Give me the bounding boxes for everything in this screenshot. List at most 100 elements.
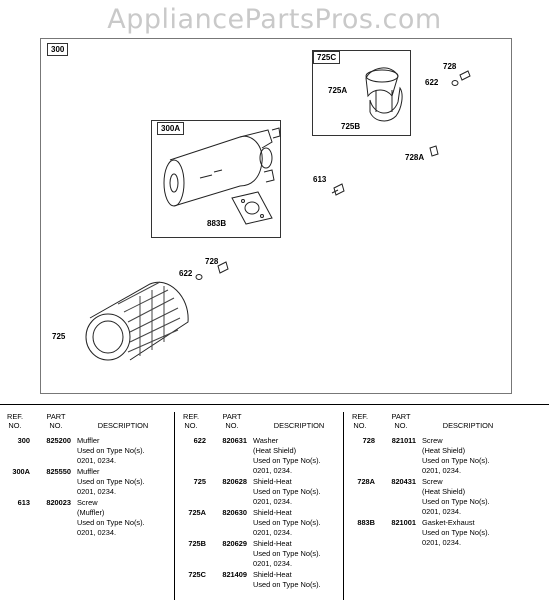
description-line: Screw — [77, 498, 98, 507]
diagram-main-label: 300 — [47, 43, 69, 56]
description-line: Shield-Heat — [253, 570, 292, 579]
header-ref: REF.NO. — [345, 412, 375, 430]
muffler-drawing — [163, 127, 281, 207]
callout-728-top: 728 — [443, 62, 457, 71]
header-part-line2: NO. — [49, 421, 63, 430]
header-ref-line2: NO. — [353, 421, 367, 430]
heat-shield-halves-drawing — [365, 67, 403, 122]
exploded-diagram-frame — [40, 38, 512, 394]
part-number: 821011 — [391, 436, 416, 445]
description-line: Used on Type No(s). — [422, 528, 490, 537]
part-number: 820631 — [222, 436, 247, 445]
description-line: 0201, 0234. — [422, 466, 462, 475]
table-top-rule — [0, 404, 549, 405]
header-ref: REF.NO. — [176, 412, 206, 430]
callout-725a: 725A — [328, 86, 348, 95]
callout-728a: 728A — [405, 153, 425, 162]
description-line: Washer — [253, 436, 279, 445]
description-line: Shield-Heat — [253, 508, 292, 517]
description-line: Screw — [422, 436, 443, 445]
ref-number: 725A — [188, 508, 206, 517]
description-line: Gasket-Exhaust — [422, 518, 475, 527]
header-part-line1: PART — [46, 412, 66, 421]
description-line: Used on Type No(s). — [253, 549, 321, 558]
header-description: DESCRIPTION — [273, 421, 325, 430]
part-description: Screw(Muffler)Used on Type No(s).0201, 0… — [77, 498, 169, 538]
part-description: Screw(Heat Shield)Used on Type No(s).020… — [422, 436, 514, 476]
header-part-line2: NO. — [394, 421, 408, 430]
ref-number: 613 — [17, 498, 30, 507]
ref-number: 622 — [193, 436, 206, 445]
ref-number: 300 — [17, 436, 30, 445]
part-number: 821409 — [222, 570, 247, 579]
ref-number: 725 — [193, 477, 206, 486]
part-number: 820628 — [222, 477, 247, 486]
description-line: Used on Type No(s). — [253, 518, 321, 527]
description-line: (Heat Shield) — [422, 487, 466, 496]
part-number: 825200 — [46, 436, 71, 445]
part-number: 820629 — [222, 539, 247, 548]
header-part-line1: PART — [391, 412, 411, 421]
part-number: 820023 — [46, 498, 71, 507]
description-line: Used on Type No(s). — [422, 456, 490, 465]
header-ref: REF.NO. — [0, 412, 30, 430]
description-line: Muffler — [77, 436, 100, 445]
description-line: (Muffler) — [77, 508, 105, 517]
ref-number: 725C — [188, 570, 206, 579]
part-number: 821001 — [391, 518, 416, 527]
header-part-line2: NO. — [225, 421, 239, 430]
callout-622-mid: 622 — [179, 269, 193, 278]
description-line: (Heat Shield) — [422, 446, 466, 455]
description-line: Used on Type No(s). — [253, 487, 321, 496]
description-line: 0201, 0234. — [253, 559, 293, 568]
description-line: 0201, 0234. — [422, 538, 462, 547]
table-divider-2 — [343, 412, 344, 600]
description-line: 0201, 0234. — [77, 487, 117, 496]
header-ref-line1: REF. — [6, 412, 23, 421]
description-line: Screw — [422, 477, 443, 486]
muffler-assembly-box — [151, 120, 281, 238]
heat-shield-assembly-label: 725C — [313, 51, 341, 64]
header-ref-line2: NO. — [8, 421, 22, 430]
header-ref-line2: NO. — [184, 421, 198, 430]
description-line: Used on Type No(s). — [77, 446, 145, 455]
header-description: DESCRIPTION — [442, 421, 494, 430]
callout-728-mid: 728 — [205, 257, 219, 266]
description-line: Shield-Heat — [253, 477, 292, 486]
header-part-line1: PART — [222, 412, 242, 421]
callout-725b: 725B — [341, 122, 361, 131]
ref-number: 728 — [362, 436, 375, 445]
description-line: (Heat Shield) — [253, 446, 297, 455]
description-line: Used on Type No(s). — [422, 497, 490, 506]
table-divider-1 — [174, 412, 175, 600]
exhaust-gasket-drawing — [231, 191, 273, 225]
description-line: 0201, 0234. — [253, 466, 293, 475]
callout-622-top: 622 — [425, 78, 439, 87]
description-line: 0201, 0234. — [77, 528, 117, 537]
description-line: Used on Type No(s). — [77, 518, 145, 527]
parts-drawing — [85, 67, 471, 361]
description-line: Used on Type No(s). — [77, 477, 145, 486]
part-number: 825550 — [46, 467, 71, 476]
